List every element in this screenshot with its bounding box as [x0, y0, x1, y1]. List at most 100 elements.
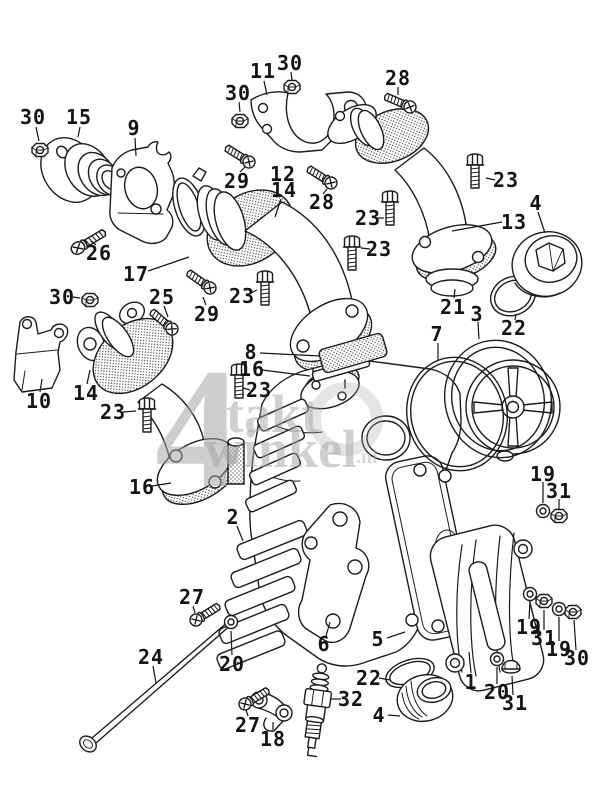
nut-30 [231, 113, 249, 129]
callout-label-9: 9 [127, 116, 140, 140]
callout-label-27: 27 [179, 585, 205, 609]
callout-label-20: 20 [219, 652, 245, 676]
exhaust-pipe-clamp [172, 167, 207, 237]
screw-29 [183, 266, 220, 298]
callout-leader-29 [202, 296, 207, 306]
callout-label-18: 18 [260, 727, 286, 751]
callout-label-2: 2 [226, 505, 239, 529]
pipe-bracket [13, 316, 69, 393]
callout-leader-14 [274, 198, 282, 218]
screw-29 [221, 141, 258, 171]
callout-label-29: 29 [194, 302, 220, 326]
tappet-cap-bottom [385, 657, 454, 723]
callout-label-25: 25 [149, 285, 175, 309]
callout-leader-22 [514, 313, 517, 321]
watermark: 4 takt winkel .nl [155, 334, 383, 524]
callout-leader-31 [511, 675, 514, 696]
callout-leader-23 [242, 387, 251, 391]
callout-label-1: 1 [464, 670, 477, 694]
callout-leader-24 [152, 665, 157, 684]
callout-label-16: 16 [239, 357, 265, 381]
tappet-cap-top [489, 231, 583, 317]
callout-label-14: 14 [271, 178, 297, 202]
callout-label-6: 6 [317, 632, 330, 656]
nut-30 [283, 79, 301, 95]
callout-label-28: 28 [309, 190, 335, 214]
callout-label-12: 12 [270, 162, 296, 186]
callout-leader-9 [134, 137, 137, 157]
callout-leader-30 [35, 126, 40, 142]
callout-label-19: 19 [546, 637, 572, 661]
callout-label-27: 27 [235, 713, 261, 737]
cylinder-head-left-fins [216, 398, 310, 670]
callout-label-23: 23 [229, 284, 255, 308]
callout-leader-23 [250, 289, 258, 294]
callout-leader-21 [453, 288, 456, 299]
washer-19 [535, 503, 551, 519]
callout-label-4: 4 [372, 703, 385, 727]
callout-label-16: 16 [129, 475, 155, 499]
callout-leader-8 [259, 352, 321, 357]
callout-leader-25 [163, 305, 169, 318]
callout-leader-30 [290, 71, 293, 81]
screw-28 [303, 162, 340, 192]
washer-19 [551, 601, 567, 617]
callout-label-22: 22 [501, 316, 527, 340]
callout-leader-15 [77, 126, 81, 138]
callout-label-28: 28 [385, 66, 411, 90]
callout-leader-23 [122, 410, 137, 413]
callout-leader-22 [378, 677, 391, 681]
callout-leader-3 [477, 321, 480, 340]
callout-label-7: 7 [430, 322, 443, 346]
cover-gasket-ring [405, 356, 509, 472]
callout-label-22: 22 [356, 666, 382, 690]
callout-label-13: 13 [501, 210, 527, 234]
callout-leader-26 [90, 240, 97, 246]
callout-label-23: 23 [100, 400, 126, 424]
callout-label-20: 20 [484, 680, 510, 704]
inlet-bracket-plate [109, 141, 175, 245]
watermark-suffix: .nl [356, 446, 378, 468]
callout-leader-13 [451, 221, 503, 232]
callout-leader-10 [39, 378, 43, 393]
callout-leader-23 [485, 177, 496, 181]
hex-bolt-23 [255, 270, 275, 306]
watermark-ring-logo [309, 382, 383, 456]
callout-label-8: 8 [244, 340, 257, 364]
callout-leader-4 [537, 211, 546, 234]
watermark-big-char: 4 [155, 334, 241, 524]
callout-label-10: 10 [26, 389, 52, 413]
callout-label-23: 23 [493, 168, 519, 192]
acorn-nut-31 [501, 659, 521, 674]
callout-label-19: 19 [530, 462, 556, 486]
callout-leader-6 [325, 621, 331, 637]
callout-leader-23 [360, 247, 371, 250]
callout-label-23: 23 [355, 206, 381, 230]
callout-label-24: 24 [138, 645, 164, 669]
spark-plug [303, 663, 333, 758]
callout-leader-17 [147, 256, 190, 272]
washer-20 [223, 614, 239, 630]
callout-label-31: 31 [531, 626, 557, 650]
callout-label-19: 19 [516, 615, 542, 639]
cylinder-long-bolt [79, 620, 233, 753]
callout-leader-5 [386, 631, 406, 639]
callout-label-23: 23 [366, 237, 392, 261]
hex-bolt-23 [342, 235, 362, 271]
callout-label-15: 15 [66, 105, 92, 129]
callout-leader-27 [245, 709, 249, 717]
exhaust-pipe-right [327, 103, 497, 297]
callout-label-23: 23 [246, 378, 272, 402]
callout-leader-2 [236, 525, 244, 542]
callout-leader-28 [322, 188, 328, 195]
watermark-word2: winkel [204, 419, 357, 479]
callout-leader-30 [72, 296, 81, 299]
callout-label-30: 30 [564, 646, 590, 670]
callout-leader-4 [387, 714, 401, 717]
callout-label-5: 5 [371, 627, 384, 651]
callout-label-11: 11 [250, 59, 276, 83]
callout-leader-11 [263, 80, 268, 96]
callout-leader-19 [528, 601, 531, 620]
